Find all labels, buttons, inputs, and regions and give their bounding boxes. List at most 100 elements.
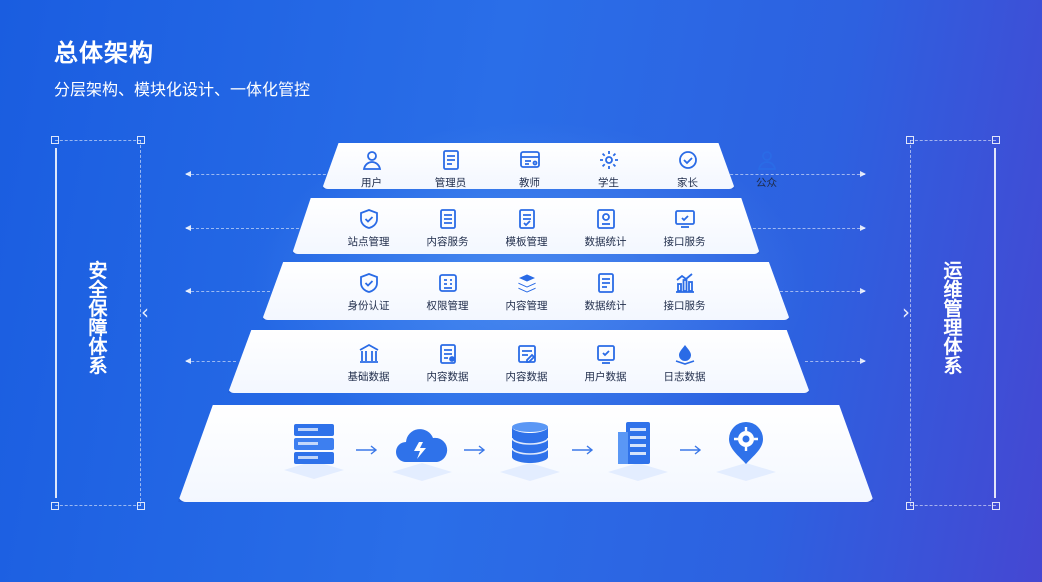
layer-item-label: 公众 [756,177,777,189]
layer-item-label: 基础数据 [347,371,390,383]
corner-handle [992,136,1000,144]
layer-item-label: 内容数据 [426,371,469,383]
connector-left-1 [185,171,336,177]
check-circle-icon [678,151,697,169]
layer-item[interactable]: 日志数据 [645,343,724,384]
arrow-right-icon [572,445,594,455]
layer-item-label: 用户数据 [584,371,627,383]
layer-item-label: 模板管理 [505,236,548,248]
corner-handle [137,136,145,144]
layer-services [292,198,760,254]
database-building-icon [359,343,378,363]
layer-item-label: 数据统计 [584,300,627,312]
layer-item[interactable]: 学生 [569,149,648,190]
layer-item-label: 内容数据 [505,371,548,383]
location-gear-icon [716,422,776,481]
layer-item[interactable]: 权限管理 [408,272,487,313]
layer-item-label: 内容服务 [426,236,469,248]
layer-services-items: 站点管理 内容服务 模板管理 数据统计 接口服务 [329,208,724,249]
database-icon [500,422,560,481]
layer-item[interactable]: 站点管理 [329,208,408,249]
layer-item-label: 接口服务 [663,236,706,248]
corner-handle [51,502,59,510]
page-subtitle: 分层架构、模块化设计、一体化管控 [54,80,311,99]
edit-doc-icon [517,345,536,363]
layer-item[interactable]: 数据统计 [566,208,645,249]
teacher-icon [519,151,540,168]
connector-right-2 [748,225,866,231]
layer-item-label: 身份认证 [347,300,390,312]
layer-item[interactable]: 内容服务 [408,208,487,249]
layer-platform-items: 身份认证 权限管理 内容管理 数据统计 接口服务 [329,272,724,313]
layers-icon [516,273,537,294]
layer-item[interactable]: 教师 [490,149,569,190]
layer-item[interactable]: 身份认证 [329,272,408,313]
operations-system-panel: 运维管理体系 › [902,136,1000,510]
layer-item[interactable]: 数据统计 [566,272,645,313]
cloud-icon [392,429,452,481]
layer-item[interactable]: 内容数据 [408,343,487,384]
frame-side-line [140,140,141,506]
template-icon [518,209,535,229]
layer-item[interactable]: 用户 [332,149,411,190]
frame-side-line [910,140,911,506]
layer-item[interactable]: 基础数据 [329,343,408,384]
layer-item[interactable]: 接口服务 [645,208,724,249]
layer-data-items: 基础数据 内容数据 内容数据 用户数据 日志数据 [329,343,724,384]
arrow-right-icon [680,445,702,455]
security-system-panel: 安全保障体系 ‹ [51,136,149,510]
corner-handle [906,136,914,144]
stats-icon [596,209,615,229]
layer-item[interactable]: 管理员 [411,149,490,190]
frame-top-line [55,140,141,141]
page-title: 总体架构 [54,39,154,67]
monitor-icon [674,210,695,228]
connector-right-1 [720,171,866,177]
infrastructure-flow [280,418,780,488]
layer-users [322,143,735,189]
layer-item-label: 管理员 [434,177,467,189]
corner-handle [137,502,145,510]
frame-solid-line [55,148,57,498]
interface-chart-icon [675,273,694,293]
server-rack-icon [608,422,668,481]
layer-item[interactable]: 内容管理 [487,272,566,313]
corner-handle [51,136,59,144]
layer-item[interactable]: 内容数据 [487,343,566,384]
gear-icon [599,151,618,169]
frame-bottom-line [910,505,996,506]
arrow-right-icon [464,445,486,455]
security-system-label: 安全保障体系 [88,260,108,377]
layer-item[interactable]: 接口服务 [645,272,724,313]
frame-solid-line [994,148,996,498]
admin-icon [442,150,459,170]
content-doc-icon [439,344,456,364]
layer-item-label: 内容管理 [505,300,548,312]
report-icon [597,273,614,293]
layer-item-label: 学生 [598,177,619,189]
layer-item[interactable]: 公众 [727,149,806,190]
chevron-right-icon: › [902,300,910,324]
layer-item[interactable]: 模板管理 [487,208,566,249]
connector-left-4 [185,358,236,364]
layer-users-items: 用户 管理员 教师 学生 家长 公众 [332,149,806,190]
layer-item-label: 权限管理 [426,300,469,312]
layer-item-label: 站点管理 [347,236,390,248]
shield-check-icon [359,273,378,293]
layer-item-label: 家长 [677,177,698,189]
connector-right-3 [780,288,866,294]
layer-item-label: 教师 [519,177,540,189]
arrow-right-icon [356,445,378,455]
chevron-left-icon: ‹ [141,300,149,324]
layer-item-label: 接口服务 [663,300,706,312]
operations-system-label: 运维管理体系 [943,260,963,377]
permission-icon [438,274,457,292]
user-icon [362,151,381,170]
layer-item[interactable]: 用户数据 [566,343,645,384]
log-drop-icon [675,345,694,365]
layer-item-label: 日志数据 [663,371,706,383]
layer-item[interactable]: 家长 [648,149,727,190]
corner-handle [992,502,1000,510]
user-data-icon [596,345,615,364]
document-icon [439,209,456,229]
